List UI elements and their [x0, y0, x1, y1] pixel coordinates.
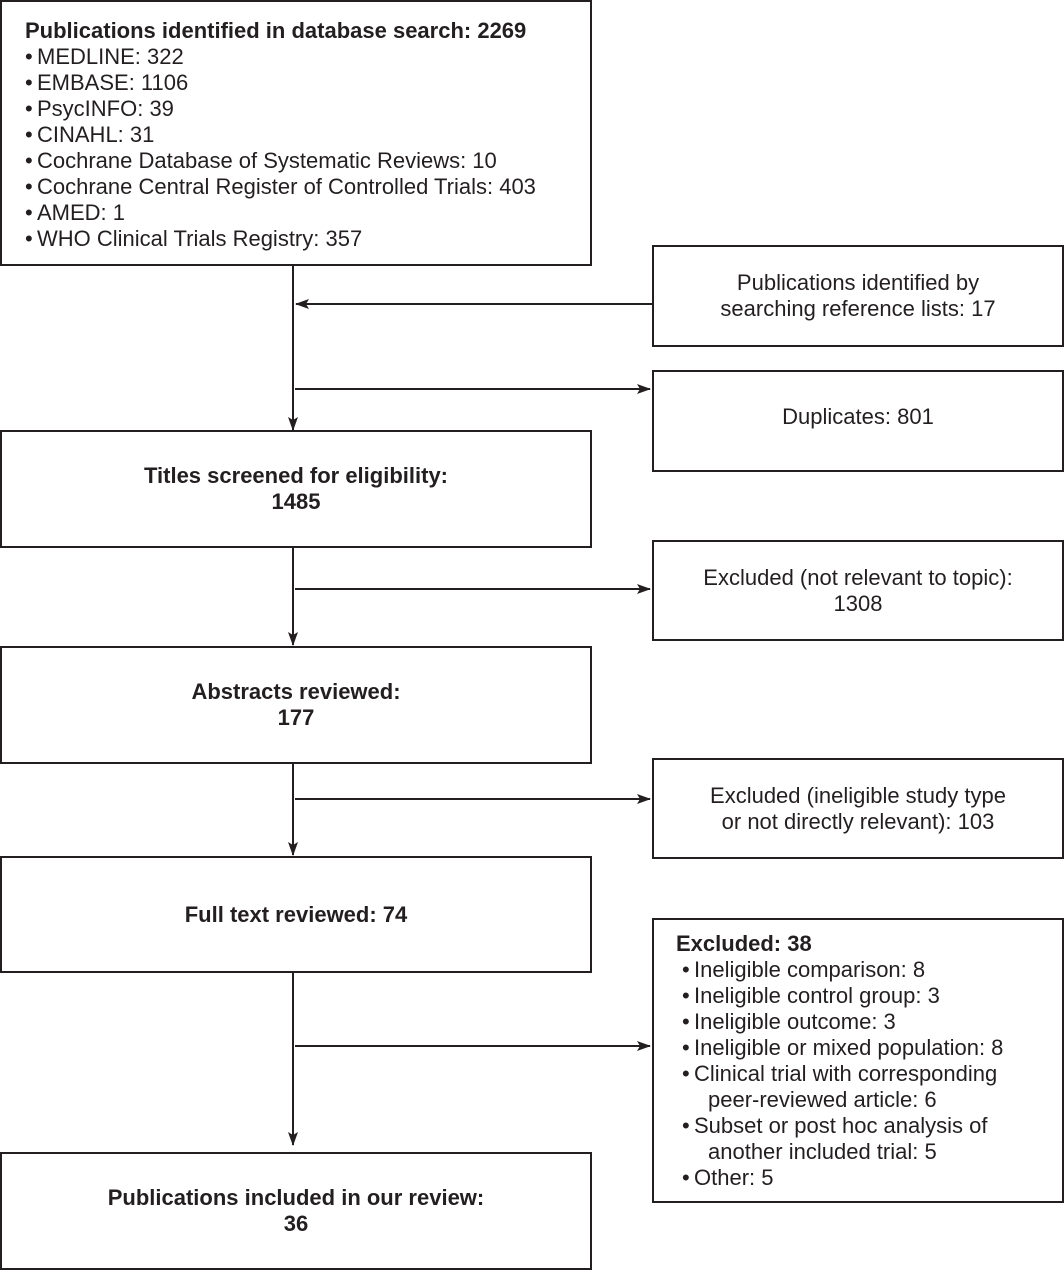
excluded-topic-count: 1308 — [833, 590, 883, 616]
reference-lists-line2: searching reference lists: 17 — [720, 296, 996, 321]
excluded-type-line2: or not directly relevant): 103 — [721, 808, 995, 834]
exclusion-reason-continuation: another included trial: 5 — [708, 1139, 937, 1164]
exclusion-reason: •Ineligible or mixed population: 8 — [682, 1035, 1004, 1060]
excluded-full-box: Excluded: 38 •Ineligible comparison: 8 •… — [652, 918, 1064, 1203]
excluded-topic-label: Excluded (not relevant to topic): — [703, 564, 1013, 590]
included-count: 36 — [283, 1211, 309, 1236]
database-item: •MEDLINE: 322 — [25, 44, 184, 69]
titles-screened-box: Titles screened for eligibility: 1485 — [0, 430, 592, 548]
included-label: Publications included in our review: — [107, 1185, 485, 1210]
excluded-topic-box: Excluded (not relevant to topic): 1308 — [652, 540, 1064, 641]
abstracts-count: 177 — [277, 705, 315, 730]
database-item: •EMBASE: 1106 — [25, 70, 189, 95]
database-list: •MEDLINE: 322 •EMBASE: 1106 •PsycINFO: 3… — [25, 44, 590, 252]
database-item: •WHO Clinical Trials Registry: 357 — [25, 226, 363, 251]
reference-lists-box: Publications identified by searching ref… — [652, 245, 1064, 347]
database-item: •Cochrane Database of Systematic Reviews… — [25, 148, 497, 173]
titles-screened-count: 1485 — [271, 489, 321, 514]
exclusion-reason: •Ineligible control group: 3 — [682, 983, 940, 1008]
database-item: •CINAHL: 31 — [25, 122, 155, 147]
full-text-label: Full text reviewed: 74 — [184, 901, 408, 927]
exclusion-reason: •Clinical trial with corresponding — [682, 1061, 998, 1086]
excluded-type-box: Excluded (ineligible study type or not d… — [652, 758, 1064, 859]
abstracts-box: Abstracts reviewed: 177 — [0, 646, 592, 764]
database-search-box: Publications identified in database sear… — [0, 0, 592, 266]
full-text-box: Full text reviewed: 74 — [0, 856, 592, 973]
exclusion-reason: •Subset or post hoc analysis of — [682, 1113, 988, 1138]
excluded-type-line1: Excluded (ineligible study type — [710, 782, 1006, 808]
duplicates-text: Duplicates: 801 — [782, 404, 934, 429]
excluded-full-title: Excluded: 38 — [676, 931, 812, 956]
database-item: •Cochrane Central Register of Controlled… — [25, 174, 536, 199]
database-item: •AMED: 1 — [25, 200, 126, 225]
database-item: •PsycINFO: 39 — [25, 96, 174, 121]
exclusion-reason: •Other: 5 — [682, 1165, 774, 1190]
titles-screened-label: Titles screened for eligibility: — [143, 463, 448, 488]
reference-lists-line1: Publications identified by — [736, 270, 980, 295]
duplicates-box: Duplicates: 801 — [652, 370, 1064, 472]
included-box: Publications included in our review: 36 — [0, 1152, 592, 1270]
exclusion-reason-continuation: peer-reviewed article: 6 — [708, 1087, 937, 1112]
exclusion-reasons-list: •Ineligible comparison: 8 •Ineligible co… — [676, 957, 1062, 1191]
database-search-title: Publications identified in database sear… — [25, 18, 527, 43]
exclusion-reason: •Ineligible comparison: 8 — [682, 957, 926, 982]
abstracts-label: Abstracts reviewed: — [191, 679, 401, 704]
exclusion-reason: •Ineligible outcome: 3 — [682, 1009, 896, 1034]
